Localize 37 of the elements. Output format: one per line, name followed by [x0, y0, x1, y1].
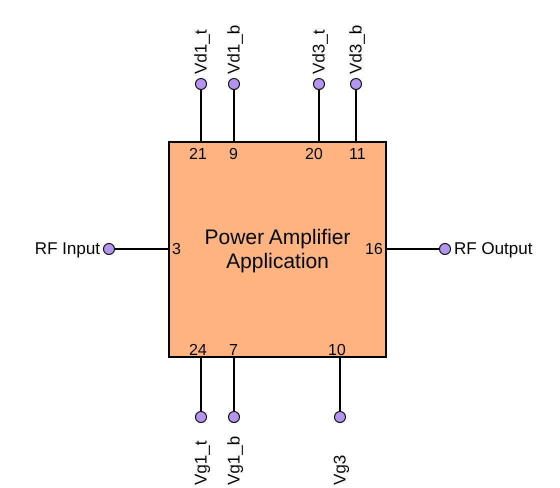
- pin-number: 21: [189, 147, 207, 163]
- connector-line: [339, 358, 341, 411]
- pin-number: 3: [172, 242, 181, 258]
- terminal-circle: [313, 78, 325, 90]
- connector-line: [387, 248, 439, 250]
- terminal-label: Vd1_t: [192, 30, 210, 74]
- pin-number: 9: [229, 147, 238, 163]
- block-box: [168, 141, 387, 358]
- terminal-circle: [228, 78, 240, 90]
- connector-line: [200, 358, 202, 411]
- connector-line: [233, 358, 235, 411]
- terminal-label: Vd1_b: [226, 24, 242, 74]
- block-title: Power Amplifier Application: [204, 226, 352, 274]
- pin-number: 7: [229, 343, 238, 359]
- terminal-label: Vg1_t: [192, 440, 210, 485]
- connector-line: [355, 90, 357, 141]
- terminal-label: RF Input: [34, 240, 100, 257]
- terminal-circle: [228, 411, 240, 423]
- terminal-label: RF Output: [454, 240, 532, 257]
- terminal-circle: [439, 243, 451, 255]
- connector-line: [318, 90, 320, 141]
- terminal-label: Vd3_b: [348, 24, 364, 74]
- pin-number: 24: [189, 343, 207, 359]
- pin-number: 10: [328, 343, 346, 359]
- pin-number: 16: [365, 242, 383, 258]
- terminal-circle: [103, 243, 115, 255]
- terminal-circle: [195, 78, 207, 90]
- terminal-circle: [334, 411, 346, 423]
- terminal-label: Vg3: [332, 454, 348, 485]
- pin-number: 11: [349, 147, 366, 163]
- connector-line: [200, 90, 202, 141]
- connector-line: [233, 90, 235, 141]
- terminal-label: Vg1_b: [226, 436, 242, 485]
- terminal-label: Vd3_t: [310, 30, 328, 74]
- terminal-circle: [195, 411, 207, 423]
- terminal-circle: [350, 78, 362, 90]
- pin-number: 20: [305, 147, 323, 163]
